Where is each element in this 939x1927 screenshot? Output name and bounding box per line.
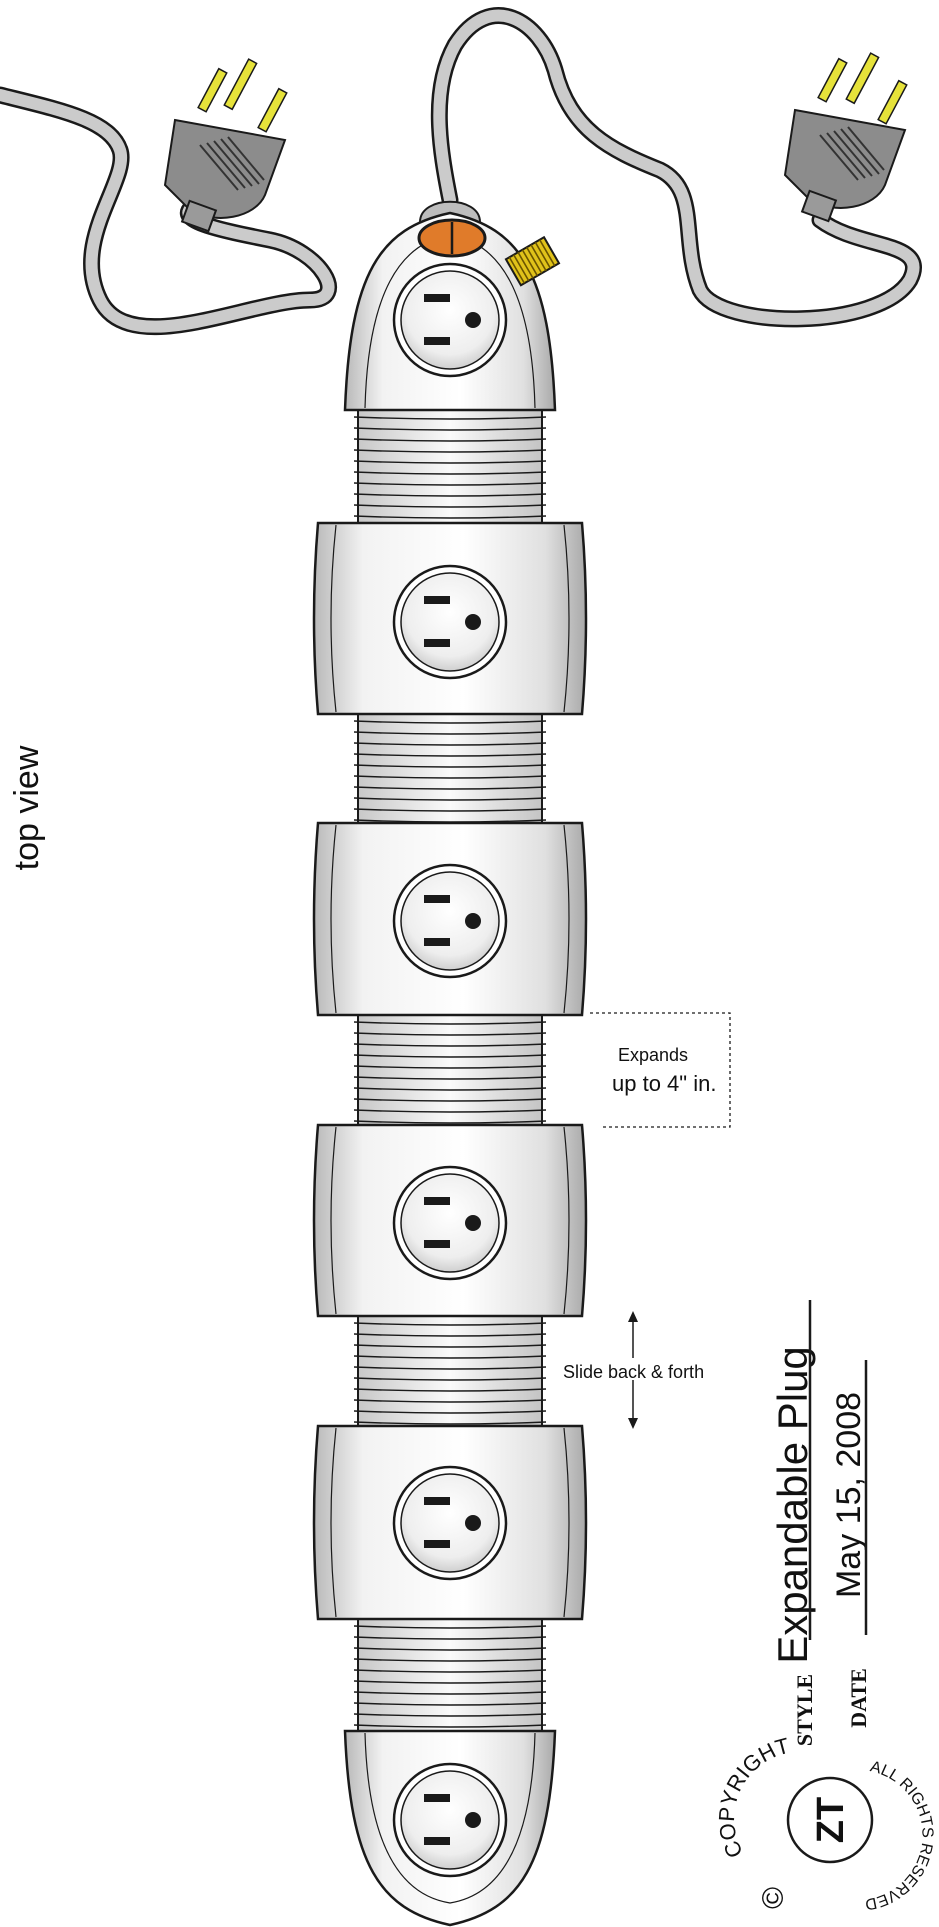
reset-knob[interactable] xyxy=(504,235,561,287)
outlet-2[interactable] xyxy=(392,564,508,680)
outlet-slot-neutral xyxy=(424,639,450,647)
outlet-slot-hot xyxy=(424,1197,450,1205)
expands-label-line1: Expands xyxy=(618,1045,688,1065)
outlet-slot-neutral xyxy=(424,337,450,345)
outlet-slot-neutral xyxy=(424,1837,450,1845)
rights-text: ALL RIGHTS RESERVED xyxy=(864,1758,936,1912)
copyright-text: COPYRIGHT xyxy=(714,1733,792,1862)
copyright-stamp: ZT COPYRIGHT ALL RIGHTS RESERVED © xyxy=(714,1733,936,1913)
outlet-ground-hole xyxy=(465,913,481,929)
outlet-5[interactable] xyxy=(392,1465,508,1581)
style-label: STYLE xyxy=(792,1674,817,1746)
plug-prongs-right xyxy=(817,52,908,125)
ribbed-section-3 xyxy=(353,1012,547,1128)
copyright-symbol: © xyxy=(757,1887,790,1909)
outlet-ground-hole xyxy=(465,312,481,328)
outlet-ground-hole xyxy=(465,1515,481,1531)
outlet-ground-hole xyxy=(465,1812,481,1828)
outlet-slot-hot xyxy=(424,1497,450,1505)
expands-annotation: Expands up to 4" in. xyxy=(590,1012,731,1128)
outlet-slot-hot xyxy=(424,294,450,302)
slide-label: Slide back & forth xyxy=(563,1362,704,1382)
outlet-slot-hot xyxy=(424,895,450,903)
outlet-1[interactable] xyxy=(392,262,508,378)
power-switch[interactable] xyxy=(417,218,487,258)
ribbed-section-4 xyxy=(353,1313,547,1429)
outlet-3[interactable] xyxy=(392,863,508,979)
ribbed-section-1 xyxy=(353,407,547,526)
plug-right xyxy=(783,52,908,223)
outlet-ground-hole xyxy=(465,614,481,630)
date-value: May 15, 2008 xyxy=(830,1392,868,1598)
outlet-slot-neutral xyxy=(424,938,450,946)
cord-left xyxy=(0,86,337,336)
outlet-4[interactable] xyxy=(392,1165,508,1281)
ribbed-section-2 xyxy=(353,711,547,826)
power-strip-body xyxy=(312,211,588,1927)
style-value: Expandable Plug xyxy=(769,1346,816,1664)
view-label: top view xyxy=(8,745,46,870)
plug-prongs-left xyxy=(197,58,288,133)
ribbed-section-5 xyxy=(353,1616,547,1734)
outlet-slot-neutral xyxy=(424,1240,450,1248)
stamp-logo: ZT xyxy=(810,1797,852,1843)
plug-left xyxy=(163,58,288,233)
title-block: Expandable Plug May 15, 2008 STYLE DATE xyxy=(769,1300,871,1746)
expands-label-line2: up to 4" in. xyxy=(612,1071,716,1096)
outlet-ground-hole xyxy=(465,1215,481,1231)
outlet-6[interactable] xyxy=(392,1762,508,1878)
outlet-slot-neutral xyxy=(424,1540,450,1548)
outlet-slot-hot xyxy=(424,596,450,604)
outlet-slot-hot xyxy=(424,1794,450,1802)
date-label: DATE xyxy=(846,1668,871,1728)
slide-annotation: Slide back & forth xyxy=(563,1311,704,1429)
